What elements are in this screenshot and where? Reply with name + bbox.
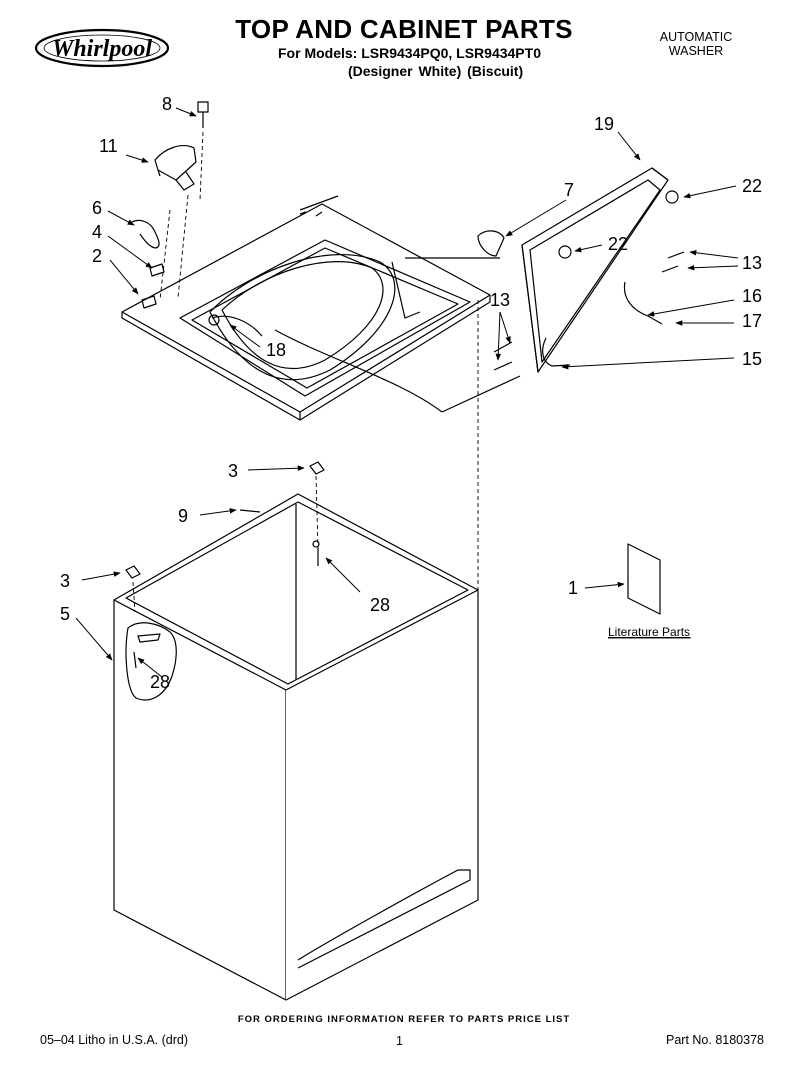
screw-8 xyxy=(197,101,209,128)
callout-28-right: 28 xyxy=(370,595,390,615)
callout-28-left: 28 xyxy=(150,672,170,692)
hose-18 xyxy=(208,314,263,337)
callout-3-upper: 3 xyxy=(228,461,238,481)
product-type-line-2: WASHER xyxy=(668,44,724,58)
brand-wordmark: Whirlpool xyxy=(52,36,152,62)
litho-info: 05–04 Litho in U.S.A. (drd) xyxy=(40,1033,188,1047)
callout-11: 11 xyxy=(99,136,118,156)
callout-13-left: 13 xyxy=(490,290,510,310)
part-number: Part No. 8180378 xyxy=(666,1033,764,1047)
page-title: TOP AND CABINET PARTS xyxy=(235,14,573,44)
page-number: 1 xyxy=(396,1034,403,1048)
literature-pack xyxy=(627,543,661,615)
mounting-clip-7 xyxy=(477,230,505,257)
callout-4: 4 xyxy=(92,222,102,242)
small-clips xyxy=(141,263,165,309)
callout-7: 7 xyxy=(564,180,574,200)
product-type-line-1: AUTOMATIC xyxy=(659,30,733,44)
whirlpool-logo: Whirlpool xyxy=(34,28,170,68)
rear-panel xyxy=(521,167,669,373)
callout-arrows xyxy=(75,107,739,678)
ordering-note: FOR ORDERING INFORMATION REFER TO PARTS … xyxy=(237,1014,571,1025)
screws-13 xyxy=(493,251,685,371)
callout-numbers: 8 11 6 4 2 18 19 7 22 22 13 13 16 17 15 … xyxy=(60,94,762,692)
model-numbers: For Models: LSR9434PQ0, LSR9434PT0 xyxy=(278,45,541,61)
screws-9-28 xyxy=(133,509,320,669)
screws-22 xyxy=(558,190,679,259)
washer-top-panel xyxy=(121,195,491,421)
product-type: AUTOMATIC WASHER xyxy=(636,30,756,58)
model-colors: (Designer White) (Biscuit) xyxy=(348,63,524,79)
lid-switch-bracket xyxy=(154,145,197,191)
dashed-guides-lower xyxy=(132,300,479,613)
callout-16: 16 xyxy=(742,286,762,306)
callout-22-upper: 22 xyxy=(742,176,762,196)
callout-15: 15 xyxy=(742,349,762,369)
dashed-guides xyxy=(159,131,204,301)
callout-13-right: 13 xyxy=(742,253,762,273)
clips-3 xyxy=(125,461,325,579)
callout-1: 1 xyxy=(568,578,578,598)
callout-17: 17 xyxy=(742,311,762,331)
callout-6: 6 xyxy=(92,198,102,218)
callout-2: 2 xyxy=(92,246,102,266)
callout-8: 8 xyxy=(162,94,172,114)
callout-18: 18 xyxy=(266,340,286,360)
callout-22-lower: 22 xyxy=(608,234,628,254)
lid-switch-clip xyxy=(131,219,160,249)
literature-parts-label: Literature Parts xyxy=(608,625,690,639)
rear-cover-outline xyxy=(274,257,521,413)
washer-cabinet xyxy=(113,493,479,1001)
callout-5: 5 xyxy=(60,604,70,624)
callout-9: 9 xyxy=(178,506,188,526)
callout-19: 19 xyxy=(594,114,614,134)
callout-3-lower: 3 xyxy=(60,571,70,591)
